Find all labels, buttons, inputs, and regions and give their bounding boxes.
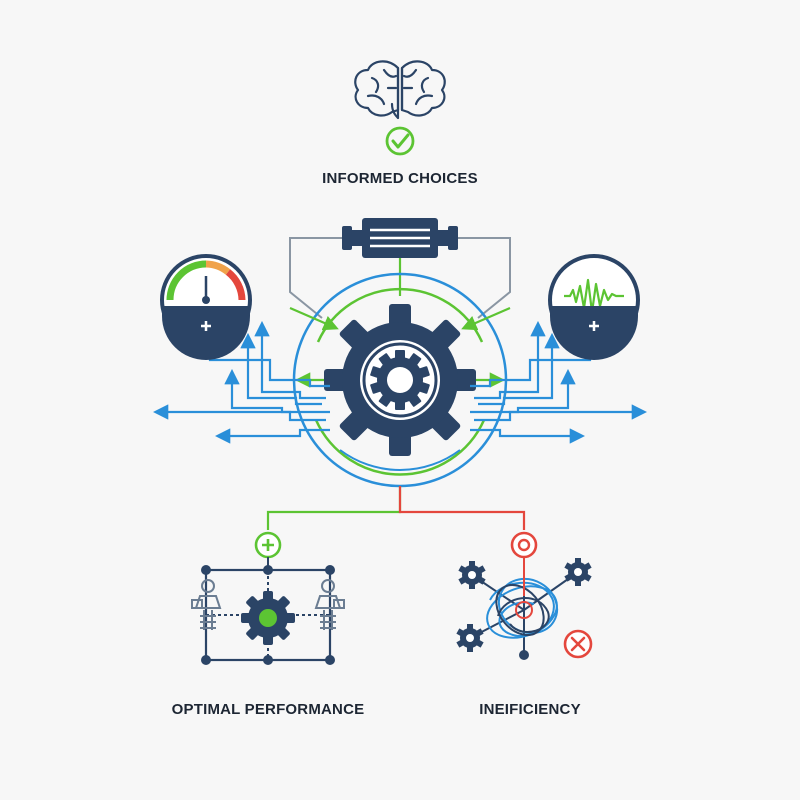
check-circle-icon [385, 126, 415, 156]
optimal-performance-label: OPTIMAL PERFORMANCE [171, 701, 365, 718]
left-blue-lines [152, 320, 330, 444]
pressure-gauge-icon [160, 254, 252, 360]
inefficiency-label: INEIFICIENCY [479, 701, 581, 718]
green-branch-line [266, 486, 402, 530]
waveform-monitor-icon [548, 254, 640, 360]
plus-circle-icon [254, 531, 282, 559]
robot-arm-icon [191, 579, 345, 630]
brain-icon [354, 60, 446, 120]
small-gear-icon [456, 558, 592, 652]
central-gear-icon [324, 304, 476, 456]
right-blue-lines [470, 320, 648, 444]
connected-gear-icon [241, 591, 295, 645]
informed-choices-label: INFORMED CHOICES [322, 170, 478, 187]
bracket-connector [289, 237, 511, 319]
red-branch-line [398, 486, 526, 530]
target-circle-icon [510, 531, 538, 559]
green-arc-bottom [314, 419, 486, 476]
x-circle-icon [563, 629, 593, 659]
component-module-icon [342, 218, 458, 258]
blue-arc-bottom [339, 449, 461, 471]
tangled-gear-network-icon [456, 557, 592, 660]
